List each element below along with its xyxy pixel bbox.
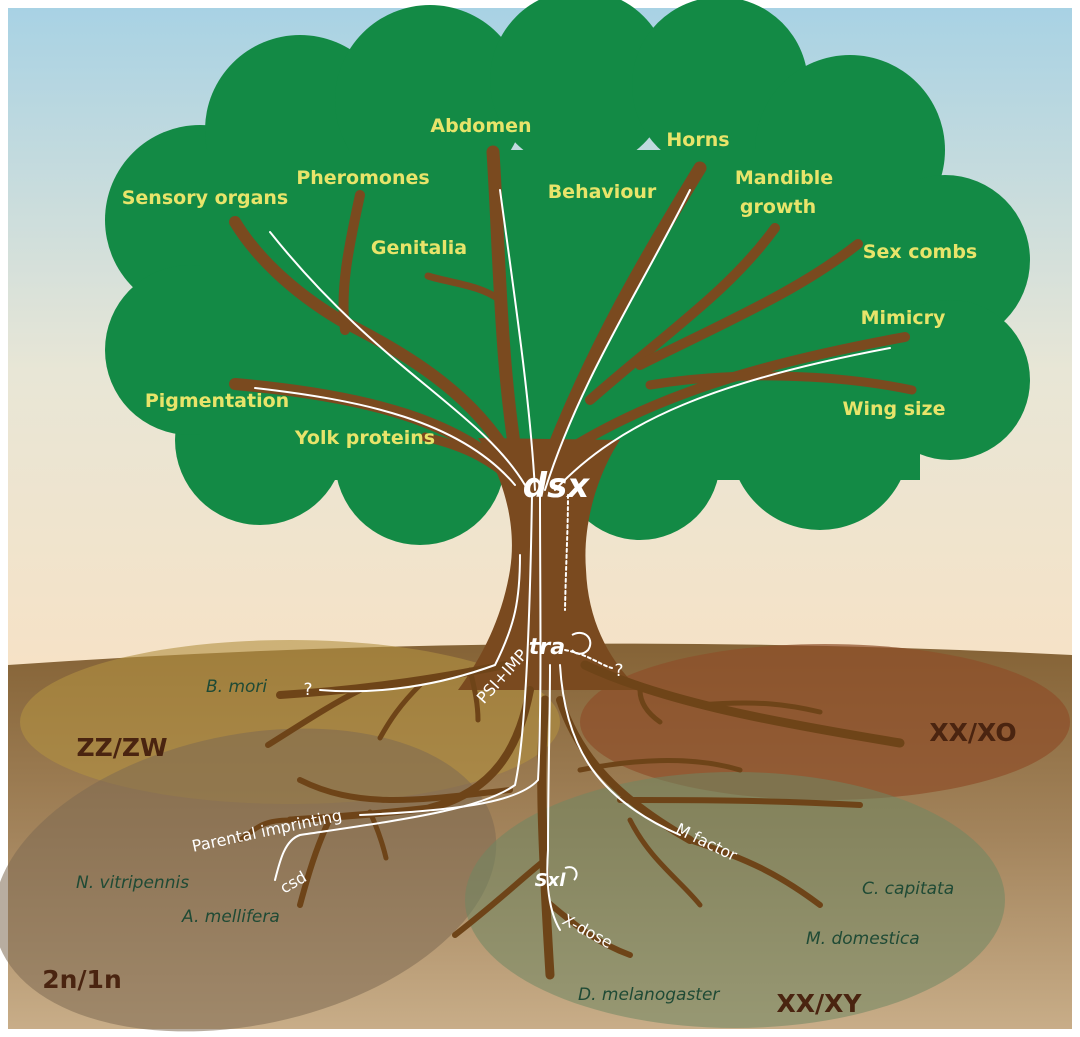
trait-genitalia: Genitalia — [371, 237, 467, 259]
pathway-unknown-xx-xo: ? — [614, 661, 623, 681]
trait-sensory-organs: Sensory organs — [122, 187, 289, 209]
trait-mandible-growth-line1: Mandible — [735, 167, 833, 189]
trunk — [458, 438, 640, 690]
species-d-melanogaster: D. melanogaster — [578, 985, 720, 1005]
species-n-vitripennis: N. vitripennis — [76, 873, 189, 893]
trait-mandible-growth-line2: growth — [740, 196, 816, 218]
trait-pheromones: Pheromones — [296, 167, 429, 189]
tra-autoregulation-loop-icon — [571, 631, 592, 655]
trait-abdomen: Abdomen — [430, 115, 531, 137]
system-xx-xy: XX/XY — [776, 989, 862, 1018]
trait-sex-combs: Sex combs — [863, 241, 977, 263]
trait-pigmentation: Pigmentation — [145, 390, 289, 412]
species-m-domestica: M. domestica — [806, 929, 920, 949]
trait-horns: Horns — [666, 129, 729, 151]
species-a-mellifera: A. mellifera — [181, 907, 280, 927]
pathway-lines — [254, 189, 891, 931]
xx-xy-region — [465, 772, 1005, 1028]
two-n-region — [0, 728, 497, 1032]
gene-dsx: dsx — [523, 466, 591, 506]
sxl-autoregulation-loop-icon — [564, 866, 578, 881]
trait-mimicry: Mimicry — [861, 307, 946, 329]
pathway-unknown-b-mori: ? — [303, 680, 312, 700]
system-2n-1n: 2n/1n — [42, 965, 122, 994]
system-xx-xo: XX/XO — [929, 718, 1016, 747]
gene-tra: tra — [529, 635, 565, 660]
species-b-mori: B. mori — [206, 677, 267, 697]
system-zz-zw: ZZ/ZW — [76, 733, 167, 762]
gene-sxl: Sxl — [535, 870, 567, 891]
trait-yolk-proteins: Yolk proteins — [294, 427, 435, 449]
trait-wing-size: Wing size — [843, 398, 946, 420]
species-c-capitata: C. capitata — [862, 879, 954, 899]
trait-behaviour: Behaviour — [548, 181, 657, 203]
